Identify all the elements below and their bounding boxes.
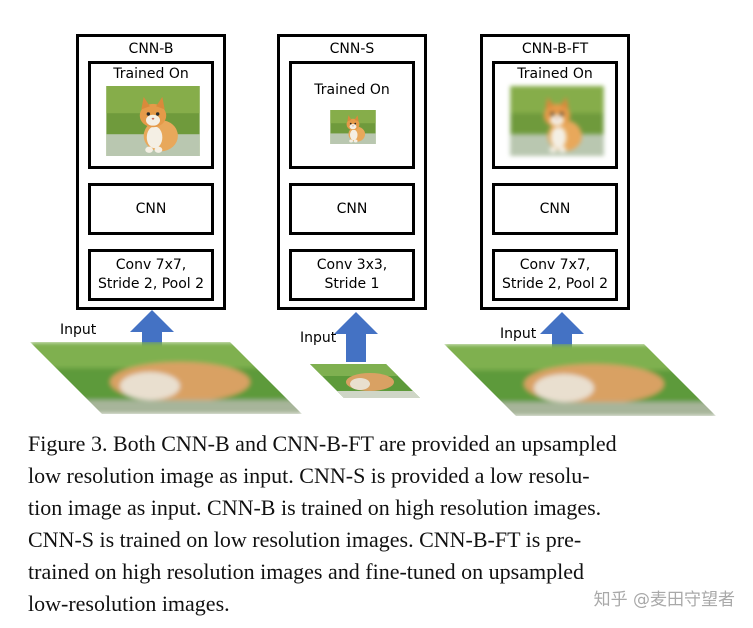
conv-line-1: Conv 3x3, <box>316 257 388 273</box>
cnn-label: CNN <box>336 201 368 217</box>
input-label: Input <box>500 326 537 342</box>
conv-line-2: Stride 2, Pool 2 <box>97 276 205 292</box>
conv-line-2: Stride 2, Pool 2 <box>501 276 609 292</box>
panel-title: CNN-B <box>128 41 174 57</box>
trained-on-label: Trained On <box>113 66 189 82</box>
trained-on-label: Trained On <box>314 82 390 98</box>
cnn-b-ft-panel: CNN-B-FT Trained On CNN Conv 7x7, Stride… <box>480 34 630 310</box>
cnn-box: CNN <box>289 183 415 235</box>
panel-title: CNN-S <box>329 41 375 57</box>
trained-on-box: Trained On <box>492 61 618 169</box>
panel-title: CNN-B-FT <box>521 41 589 57</box>
cnn-box: CNN <box>88 183 214 235</box>
caption-line: CNN-S is trained on low resolution image… <box>28 527 582 552</box>
conv-box: Conv 3x3, Stride 1 <box>289 249 415 301</box>
conv-line-1: Conv 7x7, <box>519 257 591 273</box>
conv-line-2: Stride 1 <box>324 276 380 292</box>
trained-on-box: Trained On <box>289 61 415 169</box>
input-image-low-res <box>310 364 420 398</box>
trained-on-label: Trained On <box>517 66 593 82</box>
kitten-image-upsampled <box>510 86 604 156</box>
caption-line: low resolution image as input. CNN-S is … <box>28 463 590 488</box>
cnn-label: CNN <box>135 201 167 217</box>
input-label: Input <box>300 330 337 346</box>
trained-on-box: Trained On <box>88 61 214 169</box>
up-arrow-icon <box>334 312 378 362</box>
cnn-s-panel: CNN-S Trained On CNN Conv 3x3, Stride 1 <box>277 34 427 310</box>
caption-line: tion image as input. CNN-B is trained on… <box>28 495 602 520</box>
conv-box: Conv 7x7, Stride 2, Pool 2 <box>88 249 214 301</box>
up-arrow-icon <box>130 310 174 366</box>
conv-line-1: Conv 7x7, <box>115 257 187 273</box>
watermark: 知乎 @麦田守望者 <box>593 590 735 610</box>
caption-line: low-resolution images. <box>28 591 230 616</box>
cnn-label: CNN <box>539 201 571 217</box>
input-image-upsampled-2 <box>444 344 716 416</box>
cnn-b-panel: CNN-B Trained On CNN Conv 7x7, Stride 2,… <box>76 34 226 310</box>
conv-box: Conv 7x7, Stride 2, Pool 2 <box>492 249 618 301</box>
caption-line: Figure 3. Both CNN-B and CNN-B-FT are pr… <box>28 431 617 456</box>
kitten-image-high-res <box>106 86 200 156</box>
up-arrow-icon <box>540 312 584 364</box>
figure-caption: Figure 3. Both CNN-B and CNN-B-FT are pr… <box>28 428 721 620</box>
cnn-box: CNN <box>492 183 618 235</box>
kitten-image-low-res <box>330 110 376 144</box>
input-image-upsampled-1 <box>30 342 302 414</box>
input-label: Input <box>60 322 97 338</box>
caption-line: trained on high resolution images and fi… <box>28 559 584 584</box>
